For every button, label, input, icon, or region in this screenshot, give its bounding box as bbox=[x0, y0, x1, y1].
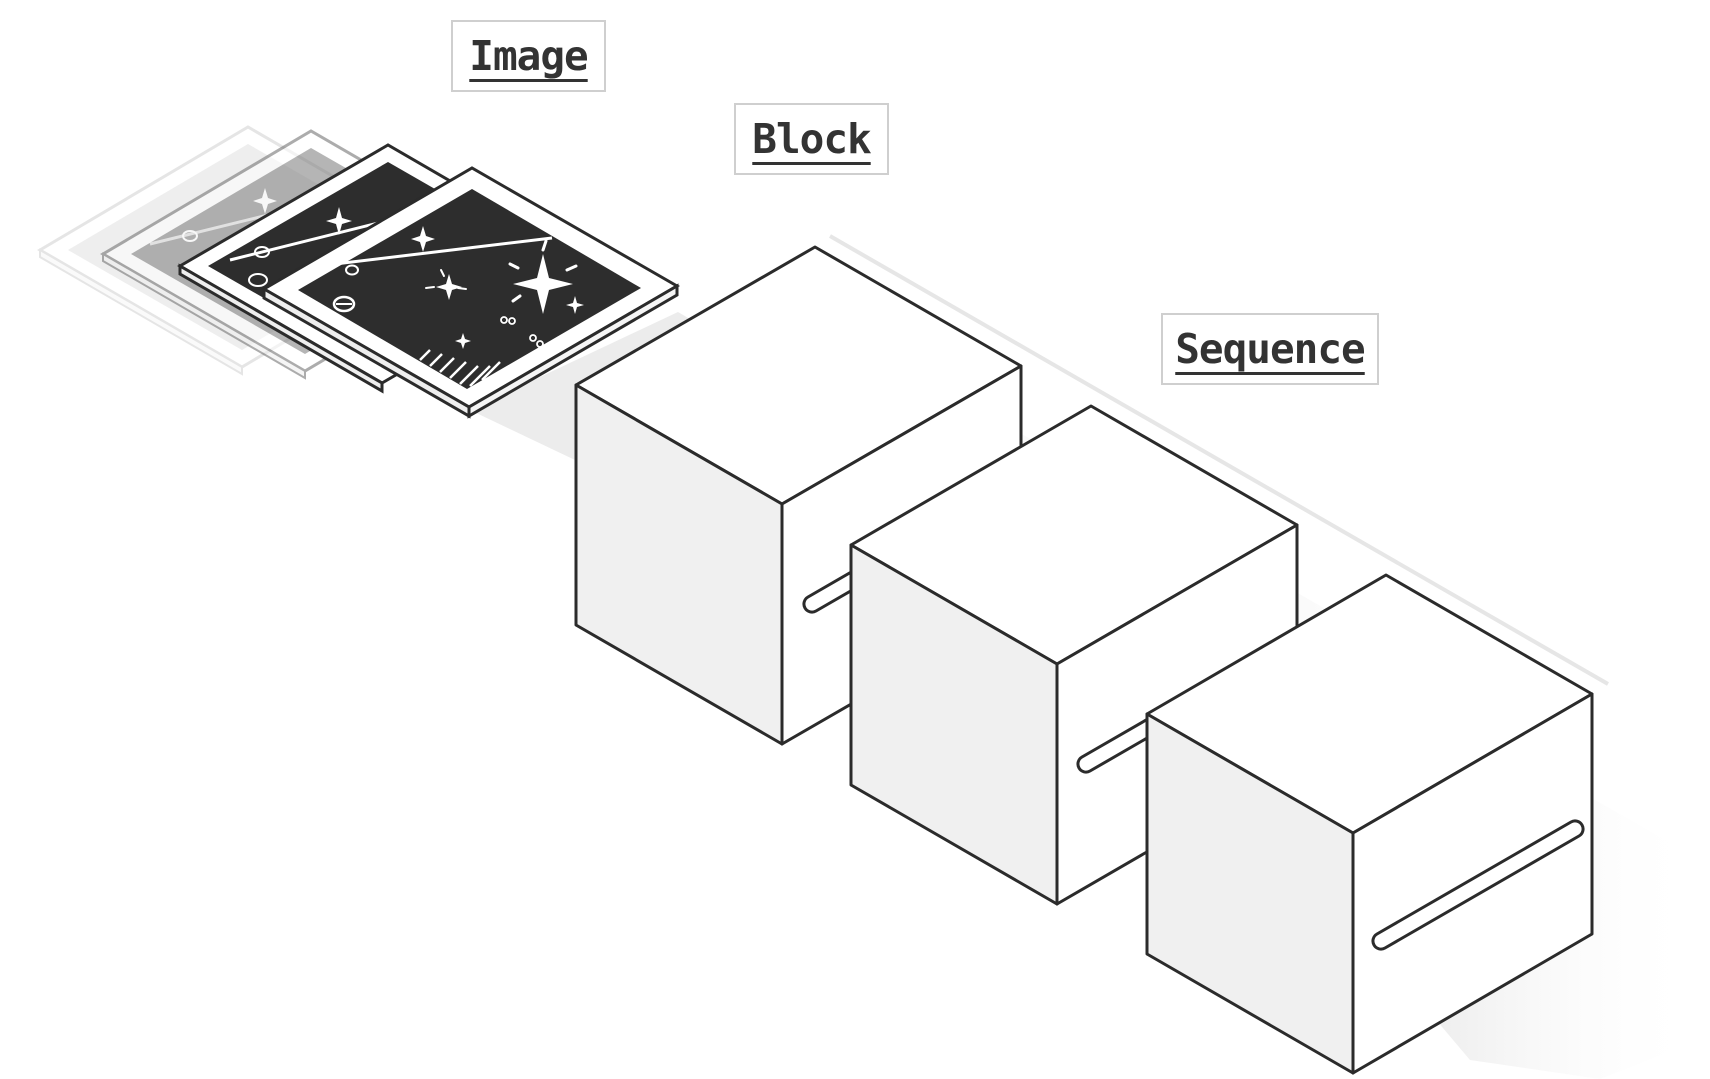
sparkle-small-1 bbox=[411, 226, 435, 252]
sparkle-medium bbox=[436, 274, 462, 300]
planet-icon bbox=[345, 264, 359, 276]
block-label-text: Block bbox=[752, 115, 871, 163]
block-3-slot bbox=[1371, 819, 1585, 951]
block-label: Block bbox=[734, 103, 889, 175]
sparkle-large bbox=[513, 254, 573, 314]
image-label: Image bbox=[451, 20, 606, 92]
image-stack bbox=[37, 125, 680, 419]
sparkle-rays bbox=[508, 239, 578, 303]
image-layer-4 bbox=[261, 166, 680, 419]
image-label-text: Image bbox=[469, 32, 588, 80]
background-guide-line bbox=[829, 234, 1609, 686]
sparkle-small-3 bbox=[455, 333, 471, 349]
sequence-label: Sequence bbox=[1161, 313, 1379, 385]
image-content bbox=[298, 189, 641, 389]
sparkle-small-2 bbox=[566, 296, 584, 314]
shooting-star bbox=[334, 236, 553, 266]
planet-icon-2 bbox=[332, 295, 356, 313]
block-3 bbox=[1145, 573, 1700, 1079]
ground-hatching bbox=[419, 349, 501, 387]
sequence-label-text: Sequence bbox=[1175, 325, 1365, 373]
